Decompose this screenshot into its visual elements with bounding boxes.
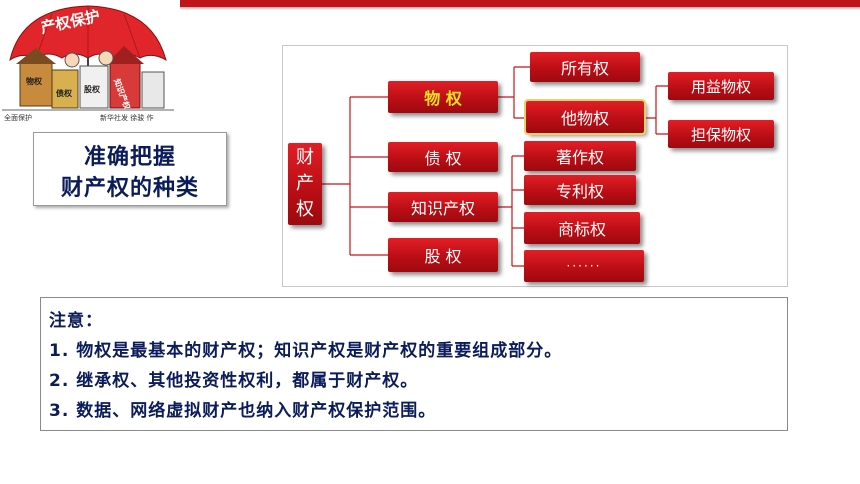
property-protection-cartoon: 产权保护 物权 债权 股权 知识产权 (2, 5, 174, 112)
node-creditor-right: 债 权 (388, 142, 498, 172)
node-trademark: 商标权 (524, 212, 640, 244)
node-other-property-right: 他物权 (524, 99, 646, 135)
cartoon-label: 物权 (26, 76, 43, 86)
note-item: 2. 继承权、其他投资性权利，都属于财产权。 (49, 371, 419, 391)
topic-line-1: 准确把握 (83, 145, 176, 170)
node-ownership: 所有权 (530, 52, 640, 82)
node-usufruct: 用益物权 (668, 72, 774, 100)
node-property-right: 物 权 (388, 81, 498, 113)
node-ellipsis: ······ (524, 250, 644, 282)
top-accent-bar (180, 0, 860, 7)
node-copyright: 著作权 (524, 141, 636, 171)
node-ip-right: 知识产权 (388, 192, 498, 222)
node-equity-right: 股 权 (388, 238, 498, 272)
note-title: 注意： (49, 311, 103, 331)
node-patent: 专利权 (524, 175, 636, 205)
topic-box: 准确把握 财产权的种类 (33, 132, 227, 206)
node-root-char: 权 (296, 199, 314, 220)
note-box: 注意： 1. 物权是最基本的财产权；知识产权是财产权的重要组成部分。 2. 继承… (40, 297, 788, 431)
cartoon-label: 股权 (84, 84, 101, 94)
node-root-char: 财 (296, 147, 314, 168)
top-accent-fade (180, 7, 860, 10)
topic-line-2: 财产权的种类 (60, 176, 199, 201)
node-root: 财 产 权 (288, 143, 322, 225)
node-root-char: 产 (296, 173, 314, 194)
note-item: 3. 数据、网络虚拟财产也纳入财产权保护范围。 (49, 401, 437, 421)
cartoon-caption-right: 新华社发 徐骏 作 (100, 114, 154, 122)
note-item: 1. 物权是最基本的财产权；知识产权是财产权的重要组成部分。 (49, 341, 563, 361)
cartoon-label: 债权 (56, 88, 73, 98)
node-security-right: 担保物权 (668, 120, 774, 148)
cartoon-caption-left: 全面保护 (4, 114, 32, 122)
